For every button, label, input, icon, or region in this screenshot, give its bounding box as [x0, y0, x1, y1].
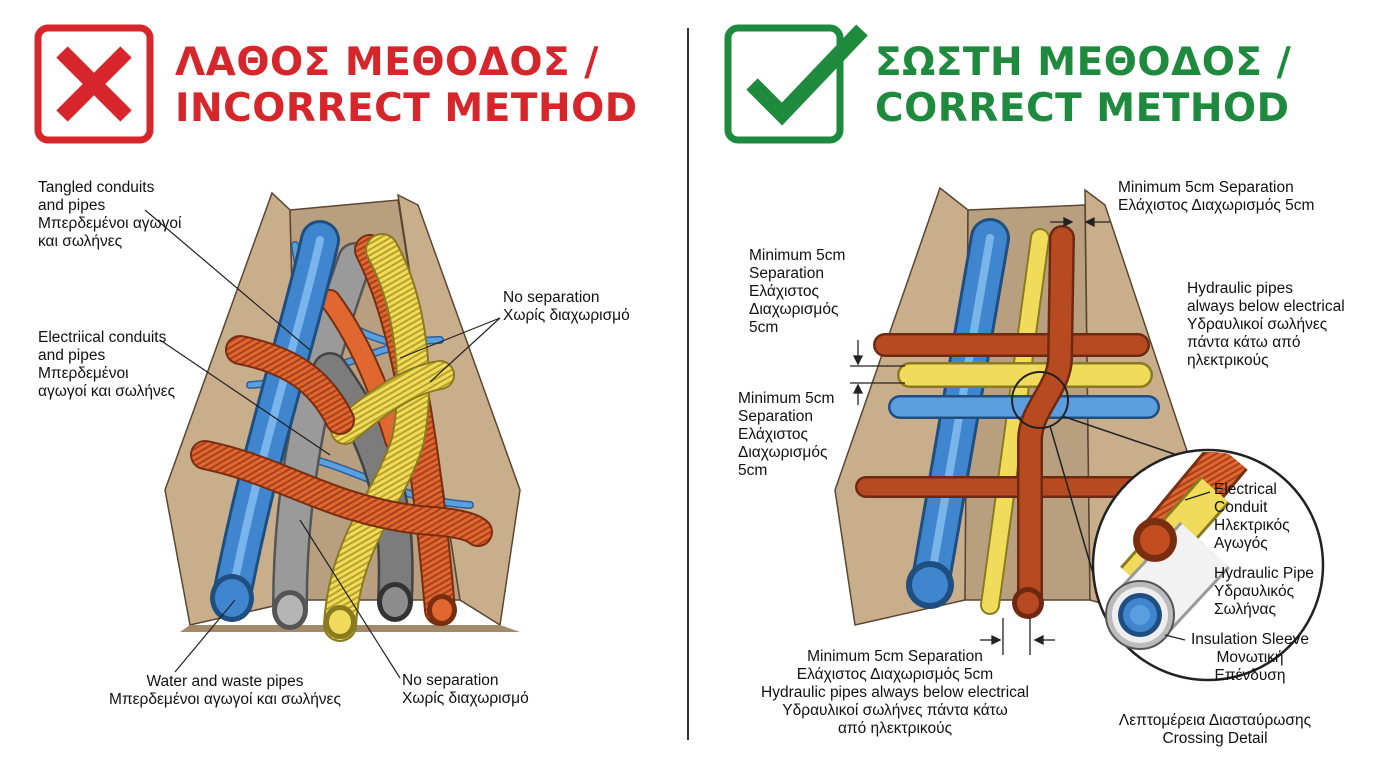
right-title-line2: CORRECT METHOD — [875, 86, 1290, 131]
label-tangled-line: Tangled conduits — [38, 179, 155, 196]
label-tangled-line: Μπερδεμένοι αγωγοί — [38, 215, 182, 232]
label-bottom-center-line: από ηλεκτρικούς — [837, 720, 953, 737]
cross-icon — [34, 24, 154, 144]
label-bottom-center-line: Hydraulic pipes always below electrical — [761, 684, 1029, 701]
label-electrical-conduit: Electrical Conduit Ηλεκτρικός Αγωγός — [1214, 481, 1290, 553]
label-min-sep-line: Ελάχιστος — [738, 426, 808, 443]
label-electrical-conduit-line: Αγωγός — [1214, 535, 1268, 552]
label-tangled-line: και σωλήνες — [38, 233, 123, 250]
label-hydraulic-below-line: ηλεκτρικούς — [1187, 352, 1269, 369]
left-tangled-pipes — [190, 220, 493, 642]
left-pipe-ends — [210, 574, 457, 639]
label-hydraulic-pipe: Hydraulic Pipe Υδραυλικός Σωλήνας — [1214, 565, 1314, 619]
label-electrical-line: Electriical conduits — [38, 329, 167, 346]
right-title: ΣΩΣΤΗ ΜΕΘΟΔΟΣ / CORRECT METHOD — [875, 40, 1291, 132]
label-no-separation-line: Χωρίς διαχωρισμό — [402, 690, 529, 707]
label-electrical-line: and pipes — [38, 347, 106, 364]
right-pipes — [855, 218, 1161, 615]
label-min-sep-line: Minimum 5cm — [749, 247, 846, 264]
label-min-sep-line: Separation — [738, 408, 813, 425]
right-pipe-ends — [906, 561, 1044, 619]
label-no-separation-top: No separation Χωρίς διαχωρισμό — [503, 289, 630, 325]
label-hydraulic-pipe-line: Υδραυλικός — [1214, 583, 1295, 600]
label-electrical-conduit-line: Conduit — [1214, 499, 1268, 516]
label-min-sep-line: 5cm — [749, 319, 779, 336]
label-hydraulic-below-line: Hydraulic pipes — [1187, 280, 1293, 297]
label-water-waste: Water and waste pipes Μπερδεμένοι αγωγοί… — [75, 673, 375, 709]
label-min-sep-left-upper: Minimum 5cm Separation Ελάχιστος Διαχωρι… — [749, 247, 845, 337]
left-title-line2: INCORRECT METHOD — [175, 86, 638, 131]
left-title: ΛΑΘΟΣ ΜΕΘΟΔΟΣ / INCORRECT METHOD — [175, 40, 638, 132]
label-no-separation-line: No separation — [503, 289, 600, 306]
label-insulation-sleeve-line: Επένδυση — [1214, 667, 1286, 684]
label-crossing-detail: Λεπτομέρεια Διασταύρωσης Crossing Detail — [1095, 712, 1335, 748]
label-electrical-line: Μπερδεμένοι — [38, 365, 129, 382]
label-min-sep-line: Separation — [749, 265, 824, 282]
label-min-sep-left-lower: Minimum 5cm Separation Ελάχιστος Διαχωρι… — [738, 390, 834, 480]
left-leader-lines — [144, 209, 501, 679]
label-crossing-detail-line: Λεπτομέρεια Διασταύρωσης — [1118, 712, 1312, 729]
label-crossing-detail-line: Crossing Detail — [1162, 730, 1268, 747]
label-min-sep-line: 5cm — [738, 462, 768, 479]
label-water-waste-line: Μπερδεμένοι αγωγοί και σωλήνες — [109, 691, 341, 708]
left-title-line1: ΛΑΘΟΣ ΜΕΘΟΔΟΣ / — [175, 40, 599, 85]
label-hydraulic-below-line: Υδραυλικοί σωλήνες — [1187, 316, 1328, 333]
label-bottom-center-line: Minimum 5cm Separation — [807, 648, 983, 665]
label-electrical: Electriical conduits and pipes Μπερδεμέν… — [38, 329, 175, 401]
label-electrical-line: αγωγοί και σωλήνες — [38, 383, 176, 400]
label-hydraulic-below-line: always below electrical — [1187, 298, 1345, 315]
label-min-sep-line: Minimum 5cm Separation — [1118, 179, 1294, 196]
label-bottom-center: Minimum 5cm Separation Ελάχιστος Διαχωρι… — [735, 648, 1055, 738]
label-tangled: Tangled conduits and pipes Μπερδεμένοι α… — [38, 179, 181, 251]
label-bottom-center-line: Ελάχιστος Διαχωρισμός 5cm — [796, 666, 994, 683]
crossing-detail-lens — [1091, 448, 1325, 682]
label-no-separation-line: Χωρίς διαχωρισμό — [503, 307, 630, 324]
label-water-waste-line: Water and waste pipes — [146, 673, 304, 690]
label-min-sep-line: Ελάχιστος — [749, 283, 819, 300]
label-hydraulic-pipe-line: Σωλήνας — [1214, 601, 1276, 618]
checkmark-icon — [724, 24, 868, 144]
label-min-sep-top-right: Minimum 5cm Separation Ελάχιστος Διαχωρι… — [1118, 179, 1314, 215]
label-tangled-line: and pipes — [38, 197, 106, 214]
label-hydraulic-below: Hydraulic pipes always below electrical … — [1187, 280, 1345, 370]
label-min-sep-line: Διαχωρισμός — [749, 301, 839, 318]
label-no-separation-bottom: No separation Χωρίς διαχωρισμό — [402, 672, 529, 708]
label-min-sep-line: Ελάχιστος Διαχωρισμός 5cm — [1118, 197, 1315, 214]
label-hydraulic-pipe-line: Hydraulic Pipe — [1214, 565, 1314, 582]
label-hydraulic-below-line: πάντα κάτω από — [1187, 334, 1301, 351]
label-insulation-sleeve: Insulation Sleeve Μονωτική Επένδυση — [1180, 631, 1320, 685]
label-electrical-conduit-line: Ηλεκτρικός — [1214, 517, 1290, 534]
label-insulation-sleeve-line: Μονωτική — [1216, 649, 1284, 666]
label-electrical-conduit-line: Electrical — [1214, 481, 1277, 498]
label-no-separation-line: No separation — [402, 672, 499, 689]
label-min-sep-line: Διαχωρισμός — [738, 444, 828, 461]
right-leader-lines — [850, 216, 1211, 655]
right-title-line1: ΣΩΣΤΗ ΜΕΘΟΔΟΣ / — [875, 40, 1292, 85]
label-insulation-sleeve-line: Insulation Sleeve — [1190, 631, 1310, 648]
label-bottom-center-line: Υδραυλικοί σωλήνες πάντα κάτω — [782, 702, 1008, 719]
label-min-sep-line: Minimum 5cm — [738, 390, 835, 407]
